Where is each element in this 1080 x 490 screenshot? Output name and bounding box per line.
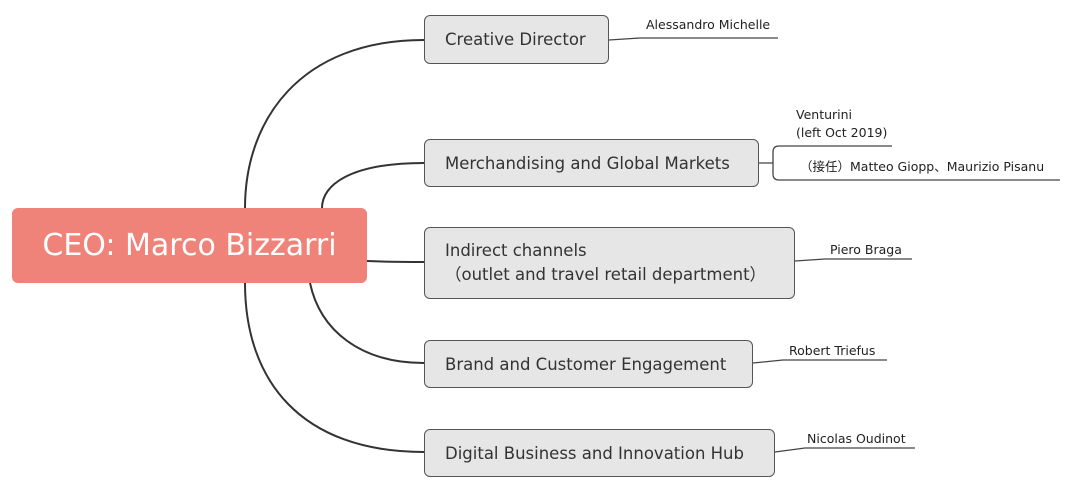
branch-label: Creative Director [445, 30, 586, 49]
connector-creative-director [244, 39, 425, 209]
root-label: CEO: Marco Bizzarri [42, 228, 337, 263]
connector-creative-people [608, 37, 778, 41]
branch-label: Digital Business and Innovation Hub [445, 443, 744, 463]
connector-indirect-channels [366, 260, 425, 263]
branch-label: Merchandising and Global Markets [445, 153, 730, 173]
branch-node-indirect-channels[interactable]: Indirect channels （outlet and travel ret… [424, 227, 795, 299]
branch-node-digital-business[interactable]: Digital Business and Innovation Hub [424, 429, 775, 477]
branch-label: Brand and Customer Engagement [445, 354, 727, 374]
connector-brand-people [752, 359, 887, 364]
person-alessandro-michelle: Alessandro Michelle [646, 17, 771, 32]
connector-merch-bracket [759, 145, 1060, 181]
person-venturini: Venturini [796, 107, 853, 122]
person-piero-braga: Piero Braga [830, 242, 902, 257]
connector-digital-people [774, 447, 915, 453]
connector-merchandising [321, 162, 425, 209]
branch-node-creative-director[interactable]: Creative Director [424, 15, 609, 64]
connector-brand-engagement [309, 282, 425, 364]
person-nicolas-oudinot: Nicolas Oudinot [807, 431, 906, 446]
branch-node-merchandising[interactable]: Merchandising and Global Markets [424, 139, 759, 187]
person-venturini-note: (left Oct 2019) [796, 125, 888, 140]
branch-label-line2: （outlet and travel retail department） [445, 265, 767, 284]
connector-digital-business [244, 282, 425, 453]
person-robert-triefus: Robert Triefus [789, 343, 876, 358]
root-node-ceo[interactable]: CEO: Marco Bizzarri [12, 208, 367, 283]
person-successors: （接任）Matteo Giopp、Maurizio Pisanu [800, 159, 1045, 174]
branch-label-line1: Indirect channels [445, 241, 587, 260]
branch-node-brand-engagement[interactable]: Brand and Customer Engagement [424, 340, 753, 388]
connector-indirect-people [794, 258, 912, 262]
